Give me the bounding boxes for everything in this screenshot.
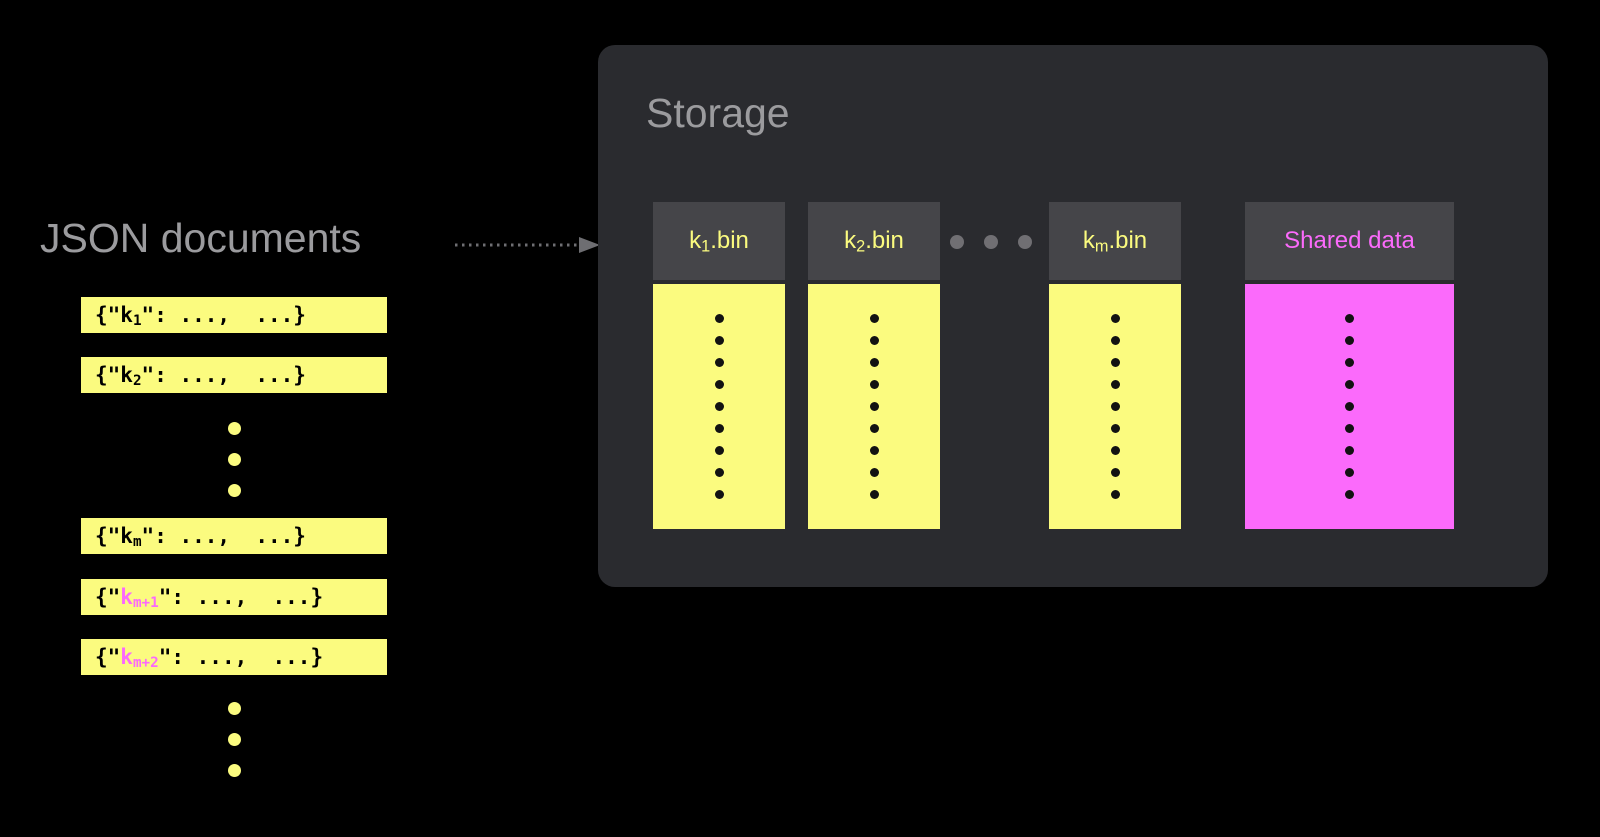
ellipsis-dot bbox=[227, 453, 241, 466]
storage-file-label: km.bin bbox=[1082, 227, 1148, 256]
content-dot bbox=[714, 314, 724, 323]
content-dot bbox=[1345, 490, 1354, 499]
content-dot bbox=[869, 424, 879, 433]
storage-file-header: k1.bin bbox=[653, 202, 785, 280]
content-dot bbox=[869, 402, 879, 411]
content-dot bbox=[1345, 446, 1354, 455]
content-dot bbox=[1110, 446, 1120, 455]
json-document-box: {"k1": ..., ...} bbox=[81, 297, 387, 333]
content-dot bbox=[869, 358, 879, 367]
content-dot bbox=[714, 380, 724, 389]
content-dot bbox=[1345, 424, 1354, 433]
storage-file-body bbox=[1049, 284, 1181, 529]
json-documents-section: JSON documents {"k1": ..., ...} {"k2": .… bbox=[0, 0, 598, 837]
ellipsis-dot bbox=[227, 702, 241, 715]
ellipsis-dot bbox=[227, 422, 241, 435]
content-dot bbox=[869, 314, 879, 323]
ellipsis-dot bbox=[227, 733, 241, 746]
storage-file-header: km.bin bbox=[1049, 202, 1181, 280]
storage-shared-data-column[interactable]: Shared data bbox=[1245, 202, 1454, 529]
storage-file-column[interactable]: k1.bin bbox=[653, 202, 785, 529]
horizontal-ellipsis bbox=[950, 235, 1032, 249]
storage-file-column[interactable]: km.bin bbox=[1049, 202, 1181, 529]
content-dot bbox=[1110, 490, 1120, 499]
content-dot bbox=[714, 446, 724, 455]
content-dot bbox=[1345, 314, 1354, 323]
storage-file-label: Shared data bbox=[1284, 227, 1415, 254]
flow-arrow-icon bbox=[455, 237, 600, 253]
vertical-ellipsis-lower bbox=[81, 702, 387, 777]
content-dot bbox=[1110, 336, 1120, 345]
vertical-ellipsis-upper bbox=[81, 422, 387, 497]
storage-file-label: k2.bin bbox=[844, 227, 904, 256]
content-dot bbox=[869, 446, 879, 455]
content-dot bbox=[1110, 468, 1120, 477]
storage-file-label: k1.bin bbox=[689, 227, 749, 256]
ellipsis-dot bbox=[1018, 235, 1032, 249]
storage-file-header: Shared data bbox=[1245, 202, 1454, 280]
content-dot bbox=[869, 468, 879, 477]
storage-file-column[interactable]: k2.bin bbox=[808, 202, 940, 529]
content-dot bbox=[714, 336, 724, 345]
content-dot bbox=[1345, 402, 1354, 411]
storage-file-body bbox=[808, 284, 940, 529]
content-dot bbox=[714, 358, 724, 367]
json-document-text: {"km+2": ..., ...} bbox=[95, 644, 324, 671]
content-dot bbox=[1345, 336, 1354, 345]
storage-file-header: k2.bin bbox=[808, 202, 940, 280]
json-document-text: {"km+1": ..., ...} bbox=[95, 584, 324, 611]
content-dot bbox=[1345, 468, 1354, 477]
storage-title: Storage bbox=[646, 90, 790, 136]
ellipsis-dot bbox=[227, 764, 241, 777]
content-dot bbox=[714, 424, 724, 433]
json-document-box: {"km+2": ..., ...} bbox=[81, 639, 387, 675]
content-dot bbox=[1110, 314, 1120, 323]
json-document-text: {"k1": ..., ...} bbox=[95, 302, 306, 329]
json-document-text: {"k2": ..., ...} bbox=[95, 362, 306, 389]
content-dot bbox=[1110, 380, 1120, 389]
storage-file-body bbox=[1245, 284, 1454, 529]
ellipsis-dot bbox=[950, 235, 964, 249]
content-dot bbox=[869, 490, 879, 499]
json-document-box: {"km": ..., ...} bbox=[81, 518, 387, 554]
json-document-text: {"km": ..., ...} bbox=[95, 523, 306, 550]
storage-file-body bbox=[653, 284, 785, 529]
content-dot bbox=[1110, 358, 1120, 367]
content-dot bbox=[714, 490, 724, 499]
content-dot bbox=[869, 336, 879, 345]
content-dot bbox=[1345, 380, 1354, 389]
content-dot bbox=[1110, 402, 1120, 411]
content-dot bbox=[714, 402, 724, 411]
storage-panel: Storage k1.bin k2.bin km.bin Shared data bbox=[598, 45, 1548, 587]
ellipsis-dot bbox=[227, 484, 241, 497]
ellipsis-dot bbox=[984, 235, 998, 249]
json-document-box: {"km+1": ..., ...} bbox=[81, 579, 387, 615]
json-documents-title: JSON documents bbox=[40, 215, 362, 261]
content-dot bbox=[1345, 358, 1354, 367]
content-dot bbox=[869, 380, 879, 389]
json-document-box: {"k2": ..., ...} bbox=[81, 357, 387, 393]
content-dot bbox=[1110, 424, 1120, 433]
content-dot bbox=[714, 468, 724, 477]
